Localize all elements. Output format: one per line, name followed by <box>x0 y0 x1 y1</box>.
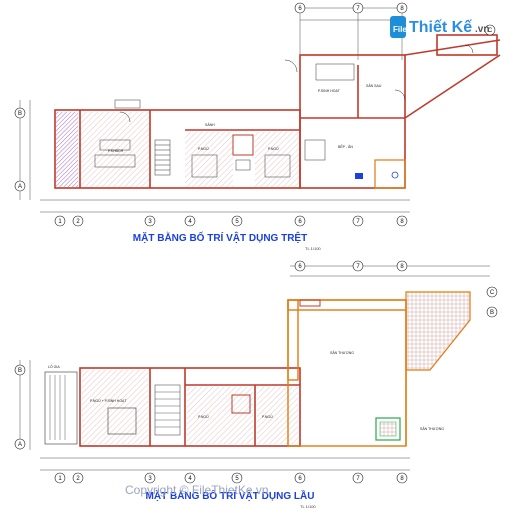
axis-label: 3 <box>148 476 152 482</box>
axis-label: 6 <box>298 6 302 12</box>
axis-label: 2 <box>76 476 80 482</box>
upper-bathroom <box>231 394 251 414</box>
axis-label: 1 <box>58 476 62 482</box>
room-label: P.NGỦ <box>198 414 209 419</box>
ground-floor-plan: P.KHÁCH SẢNH P.NGỦ P.NGỦ BẾP - ĂN P.SINH… <box>14 2 501 251</box>
axis-label: 7 <box>356 476 360 482</box>
kitchen-counter <box>374 159 406 189</box>
copyright-watermark: Copyright © FileThietKe.vn <box>125 483 269 497</box>
upper-axis-bubbles <box>14 260 498 484</box>
green-planter <box>375 417 401 441</box>
axis-label: 8 <box>400 264 404 270</box>
room-label: BẾP - ĂN <box>338 144 353 149</box>
axis-label: 5 <box>235 219 239 225</box>
axis-label: 3 <box>148 219 152 225</box>
axis-label: 6 <box>298 264 302 270</box>
logo-badge-icon <box>390 16 406 38</box>
upper-stair-treads <box>155 391 180 428</box>
room-label: P.SINH HOẠT <box>318 89 341 93</box>
axis-label: C <box>488 28 493 34</box>
ground-doors <box>119 44 474 123</box>
ground-plan-scale: TL 1/100 <box>305 246 321 251</box>
axis-label: 6 <box>298 476 302 482</box>
upper-walls <box>79 367 301 447</box>
ground-bath-fixture <box>235 159 251 171</box>
room-label: SÂN THƯỢNG <box>420 427 444 431</box>
logo-main: Thiết Kế <box>409 19 472 36</box>
balcony <box>44 371 78 445</box>
axis-label: A <box>18 184 22 190</box>
axis-bubbles <box>14 2 496 227</box>
ground-furniture <box>94 63 355 178</box>
bedroom-2-hatch <box>255 132 300 187</box>
axis-label: 8 <box>400 476 404 482</box>
axis-label: 8 <box>400 6 404 12</box>
upper-plan-title: MẶT BẰNG BỐ TRÍ VẬT DỤNG LẦU <box>146 488 315 502</box>
room-label: P.NGỦ <box>262 414 273 419</box>
axis-label: 7 <box>356 264 360 270</box>
axis-label: 6 <box>298 219 302 225</box>
axis-label: 2 <box>76 219 80 225</box>
right-stair-terrace <box>405 291 471 371</box>
axis-label: B <box>490 310 494 316</box>
axis-label: 7 <box>356 219 360 225</box>
axis-label: 4 <box>188 219 192 225</box>
green-planter-grid <box>379 421 397 437</box>
sink-icon <box>391 171 399 179</box>
axis-label: B <box>18 111 22 117</box>
axis-label: 4 <box>188 476 192 482</box>
room-label: P.NGỦ + P.SINH HOẠT <box>90 398 127 403</box>
upper-dimension-lines <box>19 265 490 471</box>
logo-prefix: File <box>393 25 407 34</box>
room-label: SÂN SAU <box>366 84 382 88</box>
upper-bed <box>107 407 137 435</box>
upper-bedroom-3-hatch <box>257 387 298 444</box>
logo-suffix: .vn <box>475 24 489 35</box>
upper-floor-plan: P.NGỦ + P.SINH HOẠT P.NGỦ P.NGỦ SÂN THƯỢ… <box>14 260 498 509</box>
axis-label: B <box>18 368 22 374</box>
upper-plan-scale: TL 1/100 <box>300 504 316 509</box>
living-room-hatch <box>80 112 150 187</box>
axis-label: 7 <box>356 6 360 12</box>
balcony-rail <box>49 375 66 440</box>
room-label: P.KHÁCH <box>108 149 124 153</box>
terrace-planter <box>299 299 321 307</box>
room-label: P.NGỦ <box>198 146 209 151</box>
ground-plan-title: MẶT BẰNG BỐ TRÍ VẬT DỤNG TRỆT <box>133 230 307 244</box>
axis-label: 5 <box>235 476 239 482</box>
ground-bathroom <box>232 134 254 156</box>
axis-label: 1 <box>58 219 62 225</box>
axis-label: A <box>18 442 22 448</box>
axis-label: C <box>490 290 495 296</box>
room-label: SÂN THƯỢNG <box>330 351 354 355</box>
bedroom-1-hatch <box>185 132 233 187</box>
upper-stair <box>154 384 181 436</box>
axis-label: 8 <box>400 219 404 225</box>
filethietke-logo: File Thiết Kế .vn <box>390 16 489 38</box>
room-label: LÔ GIA <box>48 364 60 369</box>
kitchen-appliance <box>355 173 363 179</box>
room-label: SẢNH <box>205 122 215 127</box>
room-label: P.NGỦ <box>268 146 279 151</box>
front-porch-purple <box>56 112 78 187</box>
upper-bedroom-2-hatch <box>187 387 253 444</box>
upper-bedroom-hatch <box>82 370 148 444</box>
